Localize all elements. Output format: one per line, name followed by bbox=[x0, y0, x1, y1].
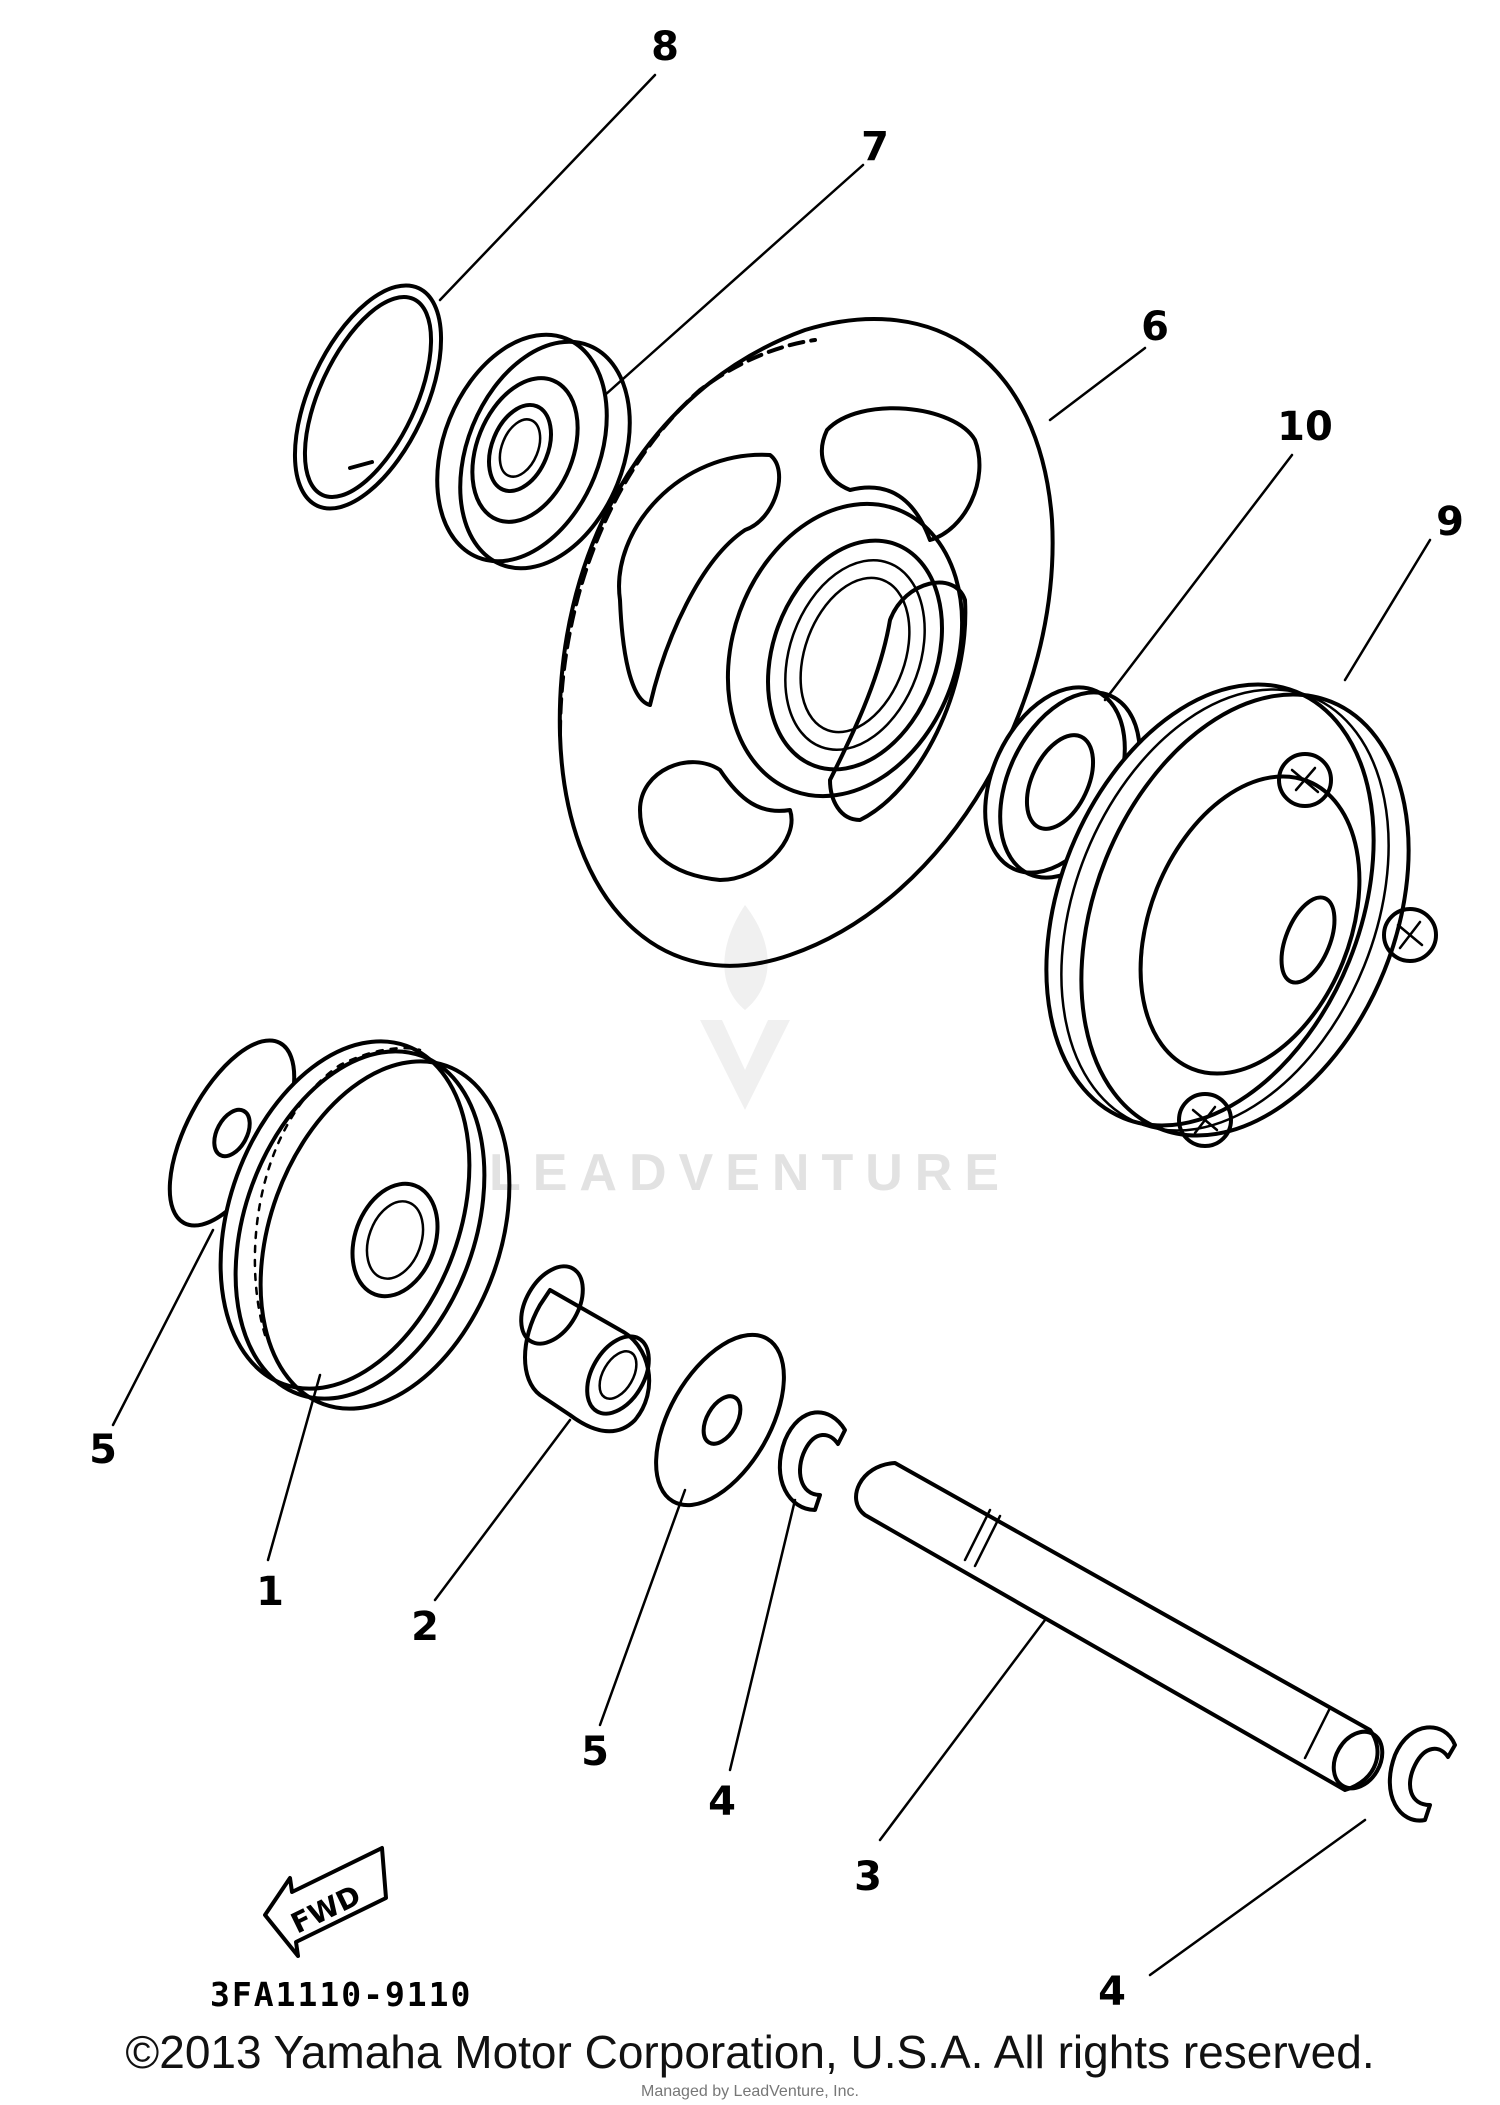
screw-icon bbox=[1177, 1092, 1233, 1148]
fwd-arrow-icon: FWD bbox=[263, 1846, 388, 1958]
shaft-part-3 bbox=[854, 1461, 1385, 1792]
callout-1: 1 bbox=[256, 1569, 284, 1615]
callout-8: 8 bbox=[651, 24, 679, 70]
needle-bearing-part-2 bbox=[519, 1264, 652, 1434]
callout-3: 3 bbox=[854, 1854, 882, 1900]
callout-5: 5 bbox=[581, 1729, 609, 1775]
callout-9: 9 bbox=[1436, 499, 1464, 545]
e-clip-part-4 bbox=[777, 1410, 847, 1512]
e-clip-part-4 bbox=[1387, 1725, 1457, 1823]
copyright-text: ©2013 Yamaha Motor Corporation, U.S.A. A… bbox=[125, 2026, 1375, 2078]
leader-lines bbox=[111, 73, 1432, 1977]
callout-7: 7 bbox=[861, 124, 889, 170]
screw-icon bbox=[1277, 752, 1333, 808]
screw-icon bbox=[1382, 907, 1438, 963]
callout-10: 10 bbox=[1277, 404, 1333, 450]
bearing-part-7 bbox=[435, 332, 632, 571]
starter-wheel-gear-part-6 bbox=[557, 316, 1055, 968]
callout-6: 6 bbox=[1141, 304, 1169, 350]
circlip-ring-part-8 bbox=[292, 283, 444, 511]
leadventure-watermark-logo bbox=[700, 905, 790, 1110]
clutch-housing-part-9 bbox=[1044, 682, 1438, 1148]
callout-5: 5 bbox=[89, 1427, 117, 1473]
callout-2: 2 bbox=[411, 1604, 439, 1650]
diagram-code: 3FA1110-9110 bbox=[210, 1975, 472, 2014]
credit-text: Managed by LeadVenture, Inc. bbox=[641, 2083, 859, 2100]
idler-gear-part-1 bbox=[218, 1039, 512, 1411]
watermark-text: LEADVENTURE bbox=[489, 1144, 1011, 1202]
callout-4: 4 bbox=[1098, 1969, 1126, 2015]
washer-part-5 bbox=[654, 1332, 786, 1508]
callout-4: 4 bbox=[708, 1779, 736, 1825]
